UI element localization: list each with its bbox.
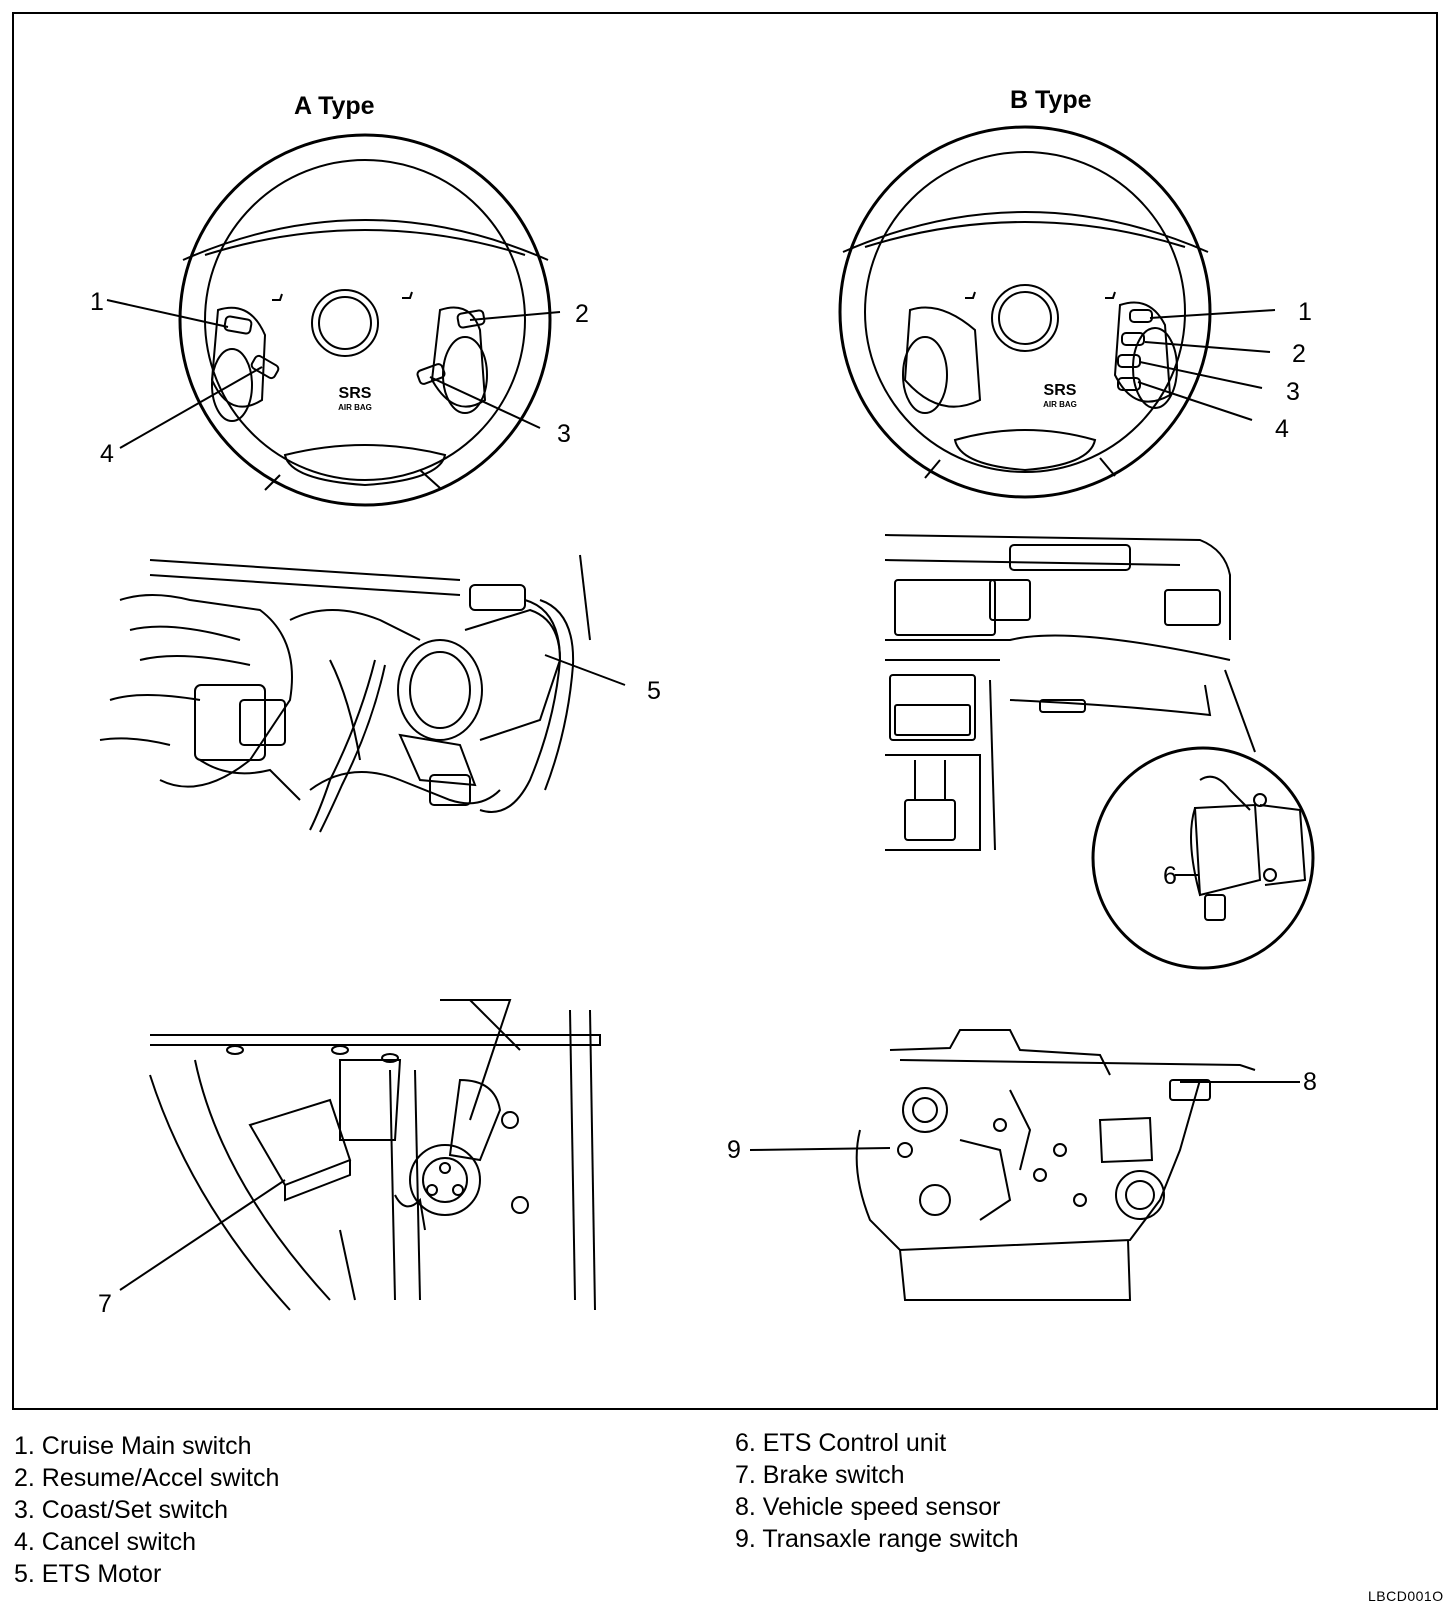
legend-item: 7. Brake switch (735, 1461, 905, 1489)
legend-item: 4. Cancel switch (14, 1528, 197, 1556)
srs-label-b: SRS AIR BAG (1025, 382, 1095, 409)
steering-wheel-b (838, 125, 1276, 499)
figure-frame (12, 12, 1438, 1410)
legend-left: 1. Cruise Main switch 2. Resume/Accel sw… (14, 1430, 279, 1590)
callout-9: 9 (727, 1136, 741, 1164)
callout-a2: 2 (575, 300, 589, 328)
transaxle-illustration (749, 1029, 1300, 1301)
legend-item: 6. ETS Control unit (735, 1429, 947, 1457)
legend-item: 1. Cruise Main switch (14, 1432, 252, 1460)
callout-6: 6 (1163, 862, 1177, 890)
callout-b3: 3 (1286, 378, 1300, 406)
legend-item: 5. ETS Motor (14, 1560, 162, 1588)
steering-wheel-a (106, 133, 561, 507)
airbag-text: AIR BAG (1043, 400, 1077, 409)
dashboard-illustration (884, 534, 1315, 970)
callout-b4: 4 (1275, 415, 1289, 443)
callout-7: 7 (98, 1290, 112, 1318)
legend-item: 3. Coast/Set switch (14, 1496, 228, 1524)
callout-a3: 3 (557, 420, 571, 448)
brake-switch-illustration (119, 999, 601, 1311)
legend-item: 2. Resume/Accel switch (14, 1464, 280, 1492)
srs-text: SRS (338, 385, 372, 402)
figure-code: LBCD001O (1368, 1588, 1444, 1604)
ets-motor-illustration (99, 554, 626, 833)
callout-a4: 4 (100, 440, 114, 468)
a-type-title: A Type (294, 92, 375, 120)
callout-b2: 2 (1292, 340, 1306, 368)
srs-text: SRS (1043, 382, 1077, 399)
legend-item: 9. Transaxle range switch (735, 1525, 1019, 1553)
callout-a1: 1 (90, 288, 104, 316)
b-type-title: B Type (1010, 86, 1092, 114)
airbag-text: AIR BAG (338, 403, 372, 412)
callout-b1: 1 (1298, 298, 1312, 326)
callout-8: 8 (1303, 1068, 1317, 1096)
srs-label-a: SRS AIR BAG (320, 385, 390, 412)
legend-right: 6. ETS Control unit 7. Brake switch 8. V… (735, 1427, 1018, 1555)
legend-item: 8. Vehicle speed sensor (735, 1493, 1001, 1521)
callout-5: 5 (647, 677, 661, 705)
